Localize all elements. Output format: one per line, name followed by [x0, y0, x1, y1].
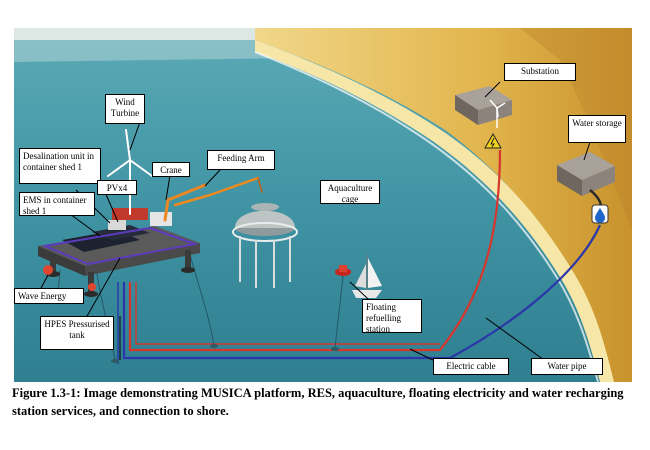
label-crane: Crane — [152, 162, 190, 177]
label-water-storage: Water storage — [568, 115, 626, 143]
crane — [163, 183, 207, 222]
surf — [254, 51, 599, 383]
sailboat — [352, 255, 382, 298]
anchor-2 — [210, 344, 218, 348]
figure-caption: Figure 1.3-1: Image demonstrating MUSICA… — [12, 386, 624, 418]
label-hpes: HPES Pressurised tank — [40, 316, 114, 350]
leader-lines — [39, 81, 591, 366]
aquaculture-cage — [232, 203, 298, 288]
label-electric-cable: Electric cable — [433, 358, 509, 375]
label-aquaculture: Aquaculture cage — [320, 180, 380, 204]
label-floating-refuelling: Floating refuelling station — [362, 299, 422, 333]
label-feeding-arm: Feeding Arm — [207, 150, 275, 170]
refuelling-buoy — [331, 265, 351, 351]
feeding-arm-structure — [173, 176, 263, 207]
label-wave-energy: Wave Energy — [14, 288, 84, 304]
electric-cable — [128, 149, 502, 352]
shore-turbine — [489, 99, 506, 128]
label-substation: Substation — [504, 63, 576, 81]
water-pipe — [122, 224, 602, 360]
water-storage-building — [557, 152, 615, 196]
cliff-shading — [520, 28, 632, 230]
cliff — [255, 28, 632, 382]
label-water-pipe: Water pipe — [531, 358, 603, 375]
substation-building — [455, 86, 512, 125]
electric-cable-inner — [135, 282, 440, 345]
label-pvx4: PVx4 — [97, 180, 137, 195]
anchor-1 — [111, 359, 119, 363]
label-ems: EMS in container shed 1 — [19, 192, 95, 216]
label-wind-turbine: Wind Turbine — [105, 94, 145, 124]
horizon-haze — [14, 40, 300, 62]
water-drop-icon — [591, 204, 609, 224]
warning-electric-icon — [484, 132, 502, 149]
label-desalination: Desalination unit in container shed 1 — [19, 148, 101, 184]
